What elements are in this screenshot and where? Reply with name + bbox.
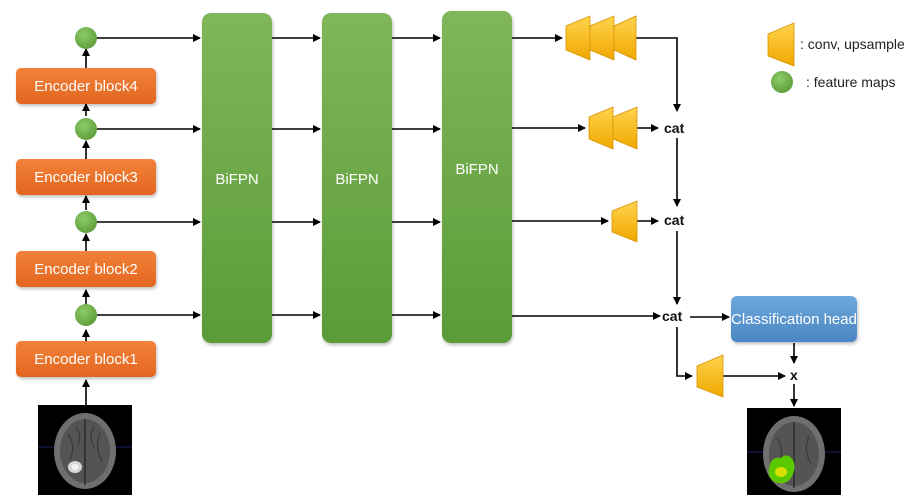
feature-map-level1 bbox=[75, 304, 97, 326]
legend-conv-upsample-label: : conv, upsample bbox=[800, 36, 905, 52]
legend-upsample-icon bbox=[767, 22, 795, 67]
multiply-node: x bbox=[790, 367, 798, 383]
bifpn-label-2: BiFPN bbox=[335, 171, 379, 188]
feature-map-level2 bbox=[75, 211, 97, 233]
encoder-block-3: Encoder block3 bbox=[16, 159, 156, 195]
feature-map-level3 bbox=[75, 118, 97, 140]
upsample-stack-segmentation bbox=[696, 354, 724, 398]
bifpn-label-3: BiFPN bbox=[455, 161, 499, 178]
legend-feature-maps-label: : feature maps bbox=[806, 74, 896, 90]
bifpn-label-1: BiFPN bbox=[215, 171, 259, 188]
classification-head: Classification head bbox=[731, 296, 857, 342]
encoder-block-4: Encoder block4 bbox=[16, 68, 156, 104]
bifpn-block-2: BiFPN bbox=[322, 13, 392, 343]
cat-node-level1: cat bbox=[662, 308, 683, 324]
encoder-block-1: Encoder block1 bbox=[16, 341, 156, 377]
feature-map-level4 bbox=[75, 27, 97, 49]
cat-node-level2: cat bbox=[664, 212, 685, 228]
upsample-stack-level3 bbox=[588, 106, 638, 150]
classification-head-label: Classification head bbox=[731, 310, 857, 328]
input-mri-image bbox=[38, 405, 132, 495]
upsample-stack-level4 bbox=[565, 15, 637, 61]
bifpn-arrows bbox=[97, 34, 798, 407]
encoder-block-2: Encoder block2 bbox=[16, 251, 156, 287]
output-segmentation-image bbox=[747, 408, 841, 495]
upsample-stack-level2 bbox=[611, 200, 638, 243]
bifpn-block-3: BiFPN bbox=[442, 11, 512, 343]
legend-feature-map-icon bbox=[771, 71, 793, 93]
bifpn-block-1: BiFPN bbox=[202, 13, 272, 343]
cat-node-level3: cat bbox=[664, 120, 685, 136]
